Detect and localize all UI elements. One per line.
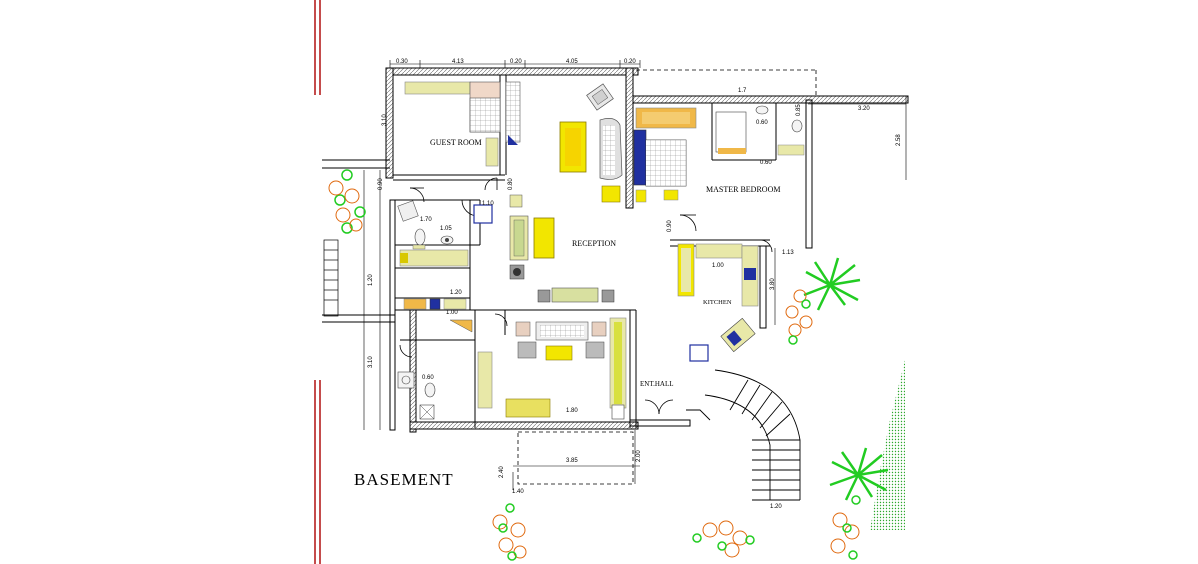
dim-master-wc-b: 0.60 <box>760 160 772 166</box>
dim-bath1-b: 1.05 <box>440 226 452 232</box>
dim-top-2: 0.20 <box>510 59 522 65</box>
dim-right-a: 3.20 <box>858 106 870 112</box>
dim-porch: 3.85 <box>566 458 578 464</box>
plan-title: BASEMENT <box>354 470 454 489</box>
guest-wardrobe <box>404 81 471 95</box>
dim-left-a: 3.10 <box>382 114 388 126</box>
master-bedroom-furniture <box>633 105 805 203</box>
wc-lower <box>397 319 473 420</box>
dim-kitchen-a: 1.00 <box>712 263 724 269</box>
reception-coffee-table <box>533 217 555 259</box>
dim-porch-b: 2.00 <box>636 450 642 462</box>
dim-left-d: 3.10 <box>368 356 374 368</box>
dim-stair: 1.20 <box>770 504 782 510</box>
dim-master-top: 1.7 <box>738 88 747 94</box>
dim-door-a: 0.80 <box>508 178 514 190</box>
reception-furniture <box>473 83 623 303</box>
dim-bath1-a: 1.70 <box>420 217 432 223</box>
palm-plant-right <box>803 257 861 311</box>
living-furniture <box>477 317 627 420</box>
label-kitchen: KITCHEN <box>703 299 732 306</box>
dim-closet: 1.10 <box>482 201 494 207</box>
dim-wc-a: 0.60 <box>422 375 434 381</box>
dim-top-0: 0.30 <box>396 59 408 65</box>
landscape-hatch <box>870 360 905 530</box>
dimension-lines <box>363 60 907 490</box>
label-entrance-hall: ENT.HALL <box>640 380 674 388</box>
label-master-bedroom: MASTER BEDROOM <box>706 185 780 194</box>
shrub-cluster-left <box>334 169 366 234</box>
dim-porch-d: 1.40 <box>512 489 524 495</box>
living-sideboard-left <box>477 351 493 409</box>
dim-kitchen-c: 1.13 <box>782 250 794 256</box>
door-swings <box>399 177 773 415</box>
plants <box>328 169 889 561</box>
porch-outline <box>517 69 817 485</box>
reception-sofa-bottom <box>551 287 599 303</box>
left-external-steps <box>323 239 339 317</box>
guest-room <box>404 81 521 167</box>
dim-store-b: 1.00 <box>446 310 458 316</box>
bathroom-1 <box>397 200 454 250</box>
kitchen-furniture <box>677 243 759 362</box>
dim-master-wc-a: 0.60 <box>756 120 768 126</box>
dim-right-b: 2.58 <box>896 134 902 146</box>
store-closet <box>399 249 469 310</box>
dim-top-3: 4.05 <box>566 59 578 65</box>
living-console <box>505 398 551 418</box>
label-reception: RECEPTION <box>572 239 616 248</box>
outer-walls <box>322 67 909 433</box>
dim-kitchen-b: 3.80 <box>770 278 776 290</box>
dim-porch-c: 2.40 <box>499 466 505 478</box>
dim-living: 1.80 <box>566 408 578 414</box>
label-guest-room: GUEST ROOM <box>430 138 482 147</box>
dim-left-b: 0.90 <box>378 178 384 190</box>
dim-store: 1.20 <box>450 290 462 296</box>
palm-plant-bottom <box>829 447 889 501</box>
dim-top-1: 4.13 <box>452 59 464 65</box>
reception-armchair-top <box>586 83 614 111</box>
site-boundary-lines <box>314 0 321 564</box>
guest-staircase <box>505 81 521 143</box>
dim-master-wc-c: 0.85 <box>796 104 802 116</box>
dim-left-c: 1.20 <box>368 274 374 286</box>
curved-staircase <box>686 369 801 501</box>
dim-top-4: 0.20 <box>624 59 636 65</box>
dim-door-b: 0.90 <box>667 220 673 232</box>
